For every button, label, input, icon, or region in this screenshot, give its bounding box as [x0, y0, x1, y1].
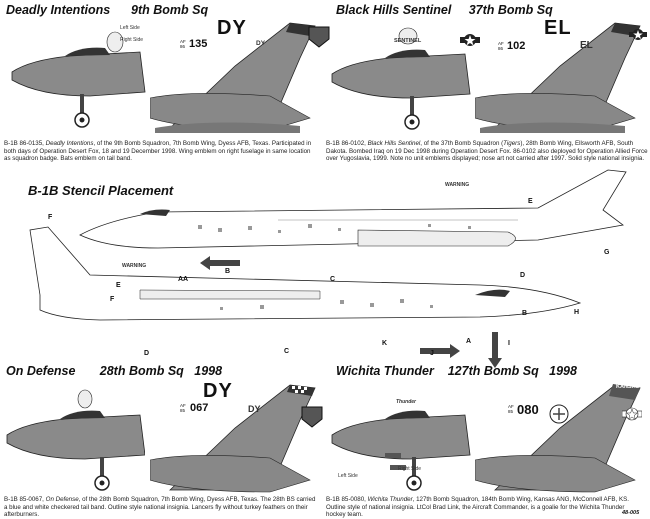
defense-name: On Defense: [6, 364, 76, 378]
callout-d-upper: D: [520, 272, 526, 279]
defense-nose-art: [77, 389, 93, 409]
wichita-squadron: 127th Bomb Sq: [447, 364, 539, 378]
defense-caption-serial: B-1B 85-0067,: [4, 496, 44, 503]
deadly-squadron: 9th Bomb Sq: [131, 3, 209, 17]
wichita-serial: 080: [517, 402, 539, 417]
callout-f-top: F: [48, 214, 53, 221]
national-insignia-star: [460, 34, 480, 46]
blackhills-tail-drawing: [475, 22, 641, 133]
defense-tail-drawing: [150, 384, 316, 493]
deadly-tail-drawing: [150, 22, 316, 133]
callout-b-lower: B: [522, 310, 528, 317]
left-side-label-wichita: Left Side: [338, 473, 358, 479]
deadly-tail-code: DY: [217, 17, 247, 39]
callout-k: K: [382, 340, 388, 347]
callout-f-lower: F: [110, 296, 115, 303]
deadly-caption-text: , of the 9th Bomb Squadron, 7th Bomb Win…: [4, 140, 312, 163]
callout-d-lower: D: [144, 350, 150, 357]
deadly-nose-drawing: [11, 31, 146, 128]
wichita-caption: B-1B 85-0080, Wichita Thunder, 127th Bom…: [326, 496, 644, 519]
arrow-i-down-icon: [488, 332, 502, 368]
wichita-year: 1998: [549, 364, 577, 378]
deadly-caption-serial: B-1B 86-0135,: [4, 140, 44, 147]
defense-squadron: 28th Bomb Sq: [99, 364, 184, 378]
defense-squadron-emblem: [301, 406, 323, 428]
deadly-name: Deadly Intentions: [6, 3, 111, 17]
right-side-label-deadly: Right Side: [120, 37, 144, 43]
blackhills-nose-drawing: [331, 27, 471, 130]
blackhills-caption-text: ), 28th Bomb Wing, Ellsworth AFB, South …: [326, 140, 648, 163]
deadly-title: Deadly Intentions 9th Bomb Sq: [6, 3, 208, 17]
defense-tail-code-small: DY: [248, 404, 261, 414]
stencil-lower-aircraft: [29, 226, 582, 321]
wichita-name: Wichita Thunder: [336, 364, 434, 378]
callout-c-lower: C: [284, 348, 290, 355]
defense-caption-name: On Defense: [45, 496, 79, 503]
deadly-serial: 135: [189, 38, 208, 50]
wichita-wing-emblem: [549, 404, 569, 424]
deadly-wing-emblem: [308, 26, 330, 48]
wichita-caption-serial: B-1B 85-0080,: [326, 496, 366, 503]
left-side-label-deadly: Left Side: [120, 25, 140, 31]
wichita-insignia-outline: [622, 407, 642, 421]
arrow-j-right-icon: [420, 344, 460, 358]
blackhills-name: Black Hills Sentinel: [336, 3, 452, 17]
wichita-nose-label: Thunder: [396, 399, 416, 405]
blackhills-squadron: 37th Bomb Sq: [468, 3, 553, 17]
deadly-serial-prefix: AF 86: [180, 39, 186, 49]
stencil-warning-left: WARNING: [122, 263, 147, 269]
wichita-tail-band: KANSAS: [616, 384, 640, 390]
sheet-id: 48-005: [622, 510, 640, 516]
defense-caption-text: , of the 28th Bomb Squadron, 7th Bomb Wi…: [4, 496, 316, 519]
callout-a: A: [466, 338, 472, 345]
wichita-nose-drawing: [331, 410, 471, 491]
blackhills-serial-prefix: AF 86: [498, 41, 504, 51]
wichita-serial-prefix: AF 85: [508, 404, 514, 414]
defense-title: On Defense 28th Bomb Sq 1998: [6, 364, 222, 378]
blackhills-serial: 102: [507, 40, 526, 52]
blackhills-caption-name: Black Hills Sentinel: [367, 140, 421, 147]
wichita-title: Wichita Thunder 127th Bomb Sq 1998: [336, 364, 577, 378]
callout-j: J: [430, 350, 434, 357]
blackhills-nose-label: SENTINEL: [394, 38, 422, 44]
defense-caption: B-1B 85-0067, On Defense, of the 28th Bo…: [4, 496, 319, 519]
deadly-caption: B-1B 86-0135, Deadly Intentions, of the …: [4, 140, 314, 163]
blackhills-caption-mid: , of the 37th Bomb Squadron (: [420, 140, 504, 147]
callout-b-upper: B: [225, 268, 231, 275]
skull-emblem: [106, 31, 124, 53]
blackhills-caption-tigers: Tigers: [503, 140, 521, 147]
wichita-caption-name: Wichita Thunder: [367, 496, 413, 503]
blackhills-title: Black Hills Sentinel 37th Bomb Sq: [336, 3, 553, 17]
callout-i: I: [508, 340, 510, 347]
callout-aa: AA: [178, 276, 189, 283]
defense-serial: 067: [190, 402, 209, 414]
wichita-caption-text: , 127th Bomb Squadron, 184th Bomb Wing, …: [326, 496, 629, 519]
blackhills-caption: B-1B 86-0102, Black Hills Sentinel, of t…: [326, 140, 648, 163]
callout-h: H: [574, 309, 580, 316]
callout-e-top: E: [528, 198, 533, 205]
callout-g: G: [604, 249, 610, 256]
deadly-tail-code-small: DY: [256, 40, 266, 47]
sentinel-art: [398, 27, 418, 45]
defense-tail-code: DY: [203, 380, 233, 402]
blackhills-caption-serial: B-1B 86-0102,: [326, 140, 366, 147]
defense-serial-prefix: AF 85: [180, 403, 186, 413]
stencil-warning-top: WARNING: [445, 182, 470, 188]
wichita-right-band: [390, 465, 406, 470]
wichita-tail-drawing: [475, 384, 641, 493]
deadly-caption-name: Deadly Intentions: [45, 140, 94, 147]
defense-nose-drawing: [6, 389, 145, 491]
stencil-upper-aircraft: [79, 169, 627, 249]
blackhills-tail-code: EL: [544, 17, 572, 39]
callout-e-lower: E: [116, 282, 121, 289]
blackhills-tail-code-small: EL: [580, 40, 593, 51]
defense-year: 1998: [194, 364, 223, 378]
right-side-label-wichita: Right Side: [398, 466, 422, 472]
blackhills-insignia-small: [629, 29, 647, 40]
callout-c-upper: C: [330, 276, 336, 283]
wichita-left-band: [385, 453, 401, 458]
arrow-b-left-icon: [200, 256, 240, 270]
stencil-title: B-1B Stencil Placement: [28, 183, 174, 198]
